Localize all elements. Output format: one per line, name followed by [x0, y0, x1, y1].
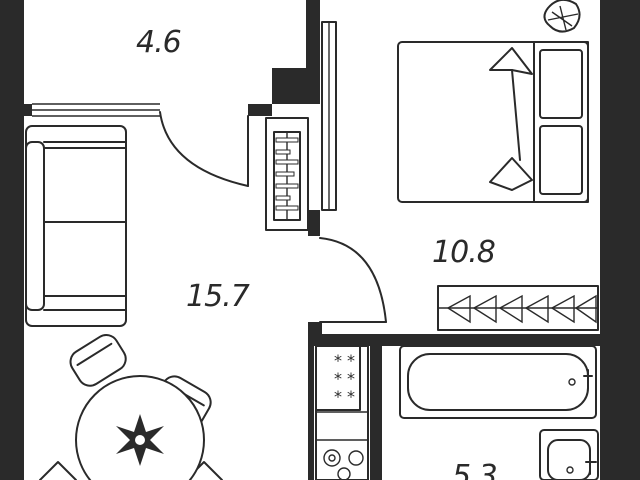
bathroom-area-label: 5.3 — [452, 459, 497, 480]
bathtub-icon — [399, 345, 597, 419]
living-area-label: 15.7 — [186, 279, 250, 314]
bed-icon — [397, 41, 589, 203]
hall-area-label: 4.6 — [136, 25, 181, 60]
sofa-icon — [25, 125, 127, 327]
flower-icon — [116, 414, 164, 466]
door-swing-icon — [159, 111, 249, 187]
svg-text:*: * — [334, 369, 342, 388]
kitchen-counter: * * * * * * — [315, 345, 369, 480]
sink-icon — [539, 429, 599, 480]
door-swing-icon-2 — [319, 237, 387, 323]
wardrobe-icon — [265, 117, 309, 231]
svg-text:*: * — [347, 387, 355, 406]
wall-panel — [321, 21, 337, 211]
svg-text:*: * — [347, 351, 355, 370]
hall-partition — [32, 103, 160, 117]
svg-text:*: * — [334, 351, 342, 370]
plant-icon — [543, 0, 581, 33]
stove-icon: * * * * * * — [334, 351, 355, 406]
hanger-rail-icon — [437, 285, 599, 331]
dining-table-icon — [39, 333, 223, 480]
bedroom-area-label: 10.8 — [432, 235, 495, 270]
svg-text:*: * — [347, 369, 355, 388]
hob-burners — [323, 449, 364, 480]
svg-text:*: * — [334, 387, 342, 406]
